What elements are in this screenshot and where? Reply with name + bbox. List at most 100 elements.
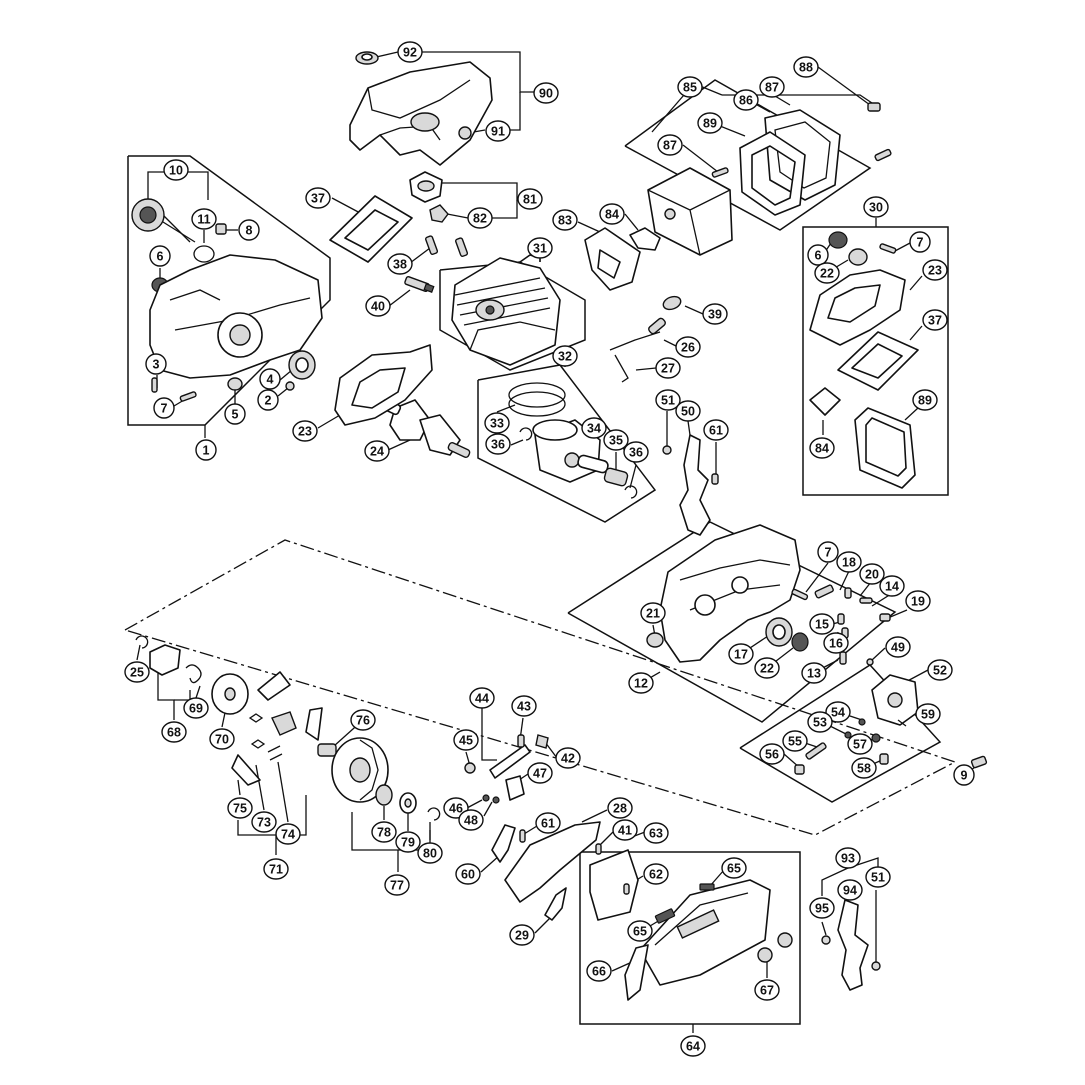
part-bush-21: [646, 632, 664, 648]
callout-number: 51: [661, 394, 675, 408]
callout-33: 33: [484, 412, 510, 434]
part-59: [897, 719, 907, 727]
part-screw-13: [839, 651, 847, 665]
callout-48: 48: [458, 809, 484, 831]
callout-79: 79: [395, 831, 421, 853]
callout-number: 84: [605, 208, 619, 222]
callout-76: 76: [350, 709, 376, 731]
callout-93: 93: [835, 847, 861, 869]
callout-44: 44: [469, 687, 495, 709]
callout-69: 69: [183, 697, 209, 719]
callout-32: 32: [552, 345, 578, 367]
callout-number: 14: [885, 580, 899, 594]
part-clutch-hub-68: [149, 644, 181, 676]
part-muffler-87: [647, 167, 733, 256]
callout-number: 37: [311, 192, 325, 206]
part-guide-60: [491, 824, 516, 863]
callout-65: 65: [627, 920, 653, 942]
callout-number: 82: [473, 212, 487, 226]
callout-6: 6: [149, 245, 171, 267]
callout-number: 22: [820, 267, 834, 281]
callout-number: 95: [815, 902, 829, 916]
part-42: [535, 734, 549, 749]
callout-87: 87: [657, 134, 683, 156]
part-screw-20: [844, 587, 852, 599]
part-screw-51-top: [662, 445, 672, 455]
callout-75: 75: [227, 797, 253, 819]
callout-30: 30: [863, 196, 889, 218]
callout-64: 64: [680, 1035, 706, 1057]
part-65-b: [654, 908, 676, 924]
part-screw-19: [879, 613, 891, 622]
callout-50: 50: [675, 400, 701, 422]
part-rings-33: [508, 382, 566, 417]
callout-number: 73: [257, 816, 271, 830]
part-screw-51-bottom: [871, 961, 881, 971]
callout-95: 95: [809, 897, 835, 919]
callout-number: 23: [928, 264, 942, 278]
callout-number: 42: [561, 752, 575, 766]
part-rod-27: [609, 331, 661, 383]
callout-82: 82: [467, 207, 493, 229]
part-gasket-89-right: [854, 407, 916, 489]
callout-58: 58: [851, 757, 877, 779]
callout-90: 90: [533, 82, 559, 104]
callout-number: 36: [629, 446, 643, 460]
part-starter-10: [131, 198, 196, 243]
part-crankcase-half-12: [659, 524, 801, 663]
part-screw-14: [859, 597, 873, 604]
callout-85: 85: [677, 76, 703, 98]
callout-87: 87: [759, 76, 785, 98]
callout-number: 48: [464, 814, 478, 828]
part-screws-38: [425, 235, 469, 257]
callout-number: 23: [298, 425, 312, 439]
part-oilpump-52: [871, 674, 919, 726]
part-screw-88b: [874, 148, 892, 162]
part-gasket-23-left: [334, 344, 433, 426]
part-nut-8: [215, 223, 227, 235]
part-screw-9: [970, 755, 988, 769]
part-bearing-22-right: [848, 248, 868, 266]
callout-2: 2: [257, 389, 279, 411]
callout-number: 89: [918, 394, 932, 408]
part-sprocket-cover-64: [639, 879, 793, 986]
part-washer-70: [211, 673, 249, 715]
callout-number: 87: [663, 139, 677, 153]
callout-55: 55: [782, 730, 808, 752]
callout-63: 63: [643, 822, 669, 844]
callout-number: 41: [618, 824, 632, 838]
part-gasket-37-left: [329, 195, 413, 263]
callout-84: 84: [809, 437, 835, 459]
part-crankcase-1: [149, 254, 323, 379]
frame-crankcase: [127, 155, 331, 426]
callout-number: 75: [233, 802, 247, 816]
callout-number: 12: [634, 677, 648, 691]
callout-number: 7: [825, 546, 832, 560]
part-guide-29: [544, 887, 567, 921]
callout-number: 61: [541, 817, 555, 831]
callout-89: 89: [697, 112, 723, 134]
callout-19: 19: [905, 590, 931, 612]
part-small-2: [285, 381, 295, 391]
callout-35: 35: [603, 429, 629, 451]
callout-number: 50: [681, 405, 695, 419]
part-circlip-36b: [624, 485, 638, 499]
part-circlip-36a: [519, 427, 533, 441]
callout-8: 8: [238, 219, 260, 241]
callout-number: 52: [933, 664, 947, 678]
part-spring-69: [185, 664, 202, 684]
frame-oilpump: [739, 664, 942, 803]
callout-number: 6: [157, 250, 164, 264]
frame-sprocket-cover: [579, 851, 801, 1025]
callout-17: 17: [728, 643, 754, 665]
callout-number: 60: [461, 868, 475, 882]
part-54: [858, 718, 866, 726]
callout-16: 16: [823, 632, 849, 654]
callout-21: 21: [640, 602, 666, 624]
callout-5: 5: [224, 403, 246, 425]
part-cover-28: [504, 821, 601, 903]
callout-number: 2: [265, 394, 272, 408]
callout-number: 80: [423, 847, 437, 861]
part-needle-cage-76: [317, 743, 337, 757]
